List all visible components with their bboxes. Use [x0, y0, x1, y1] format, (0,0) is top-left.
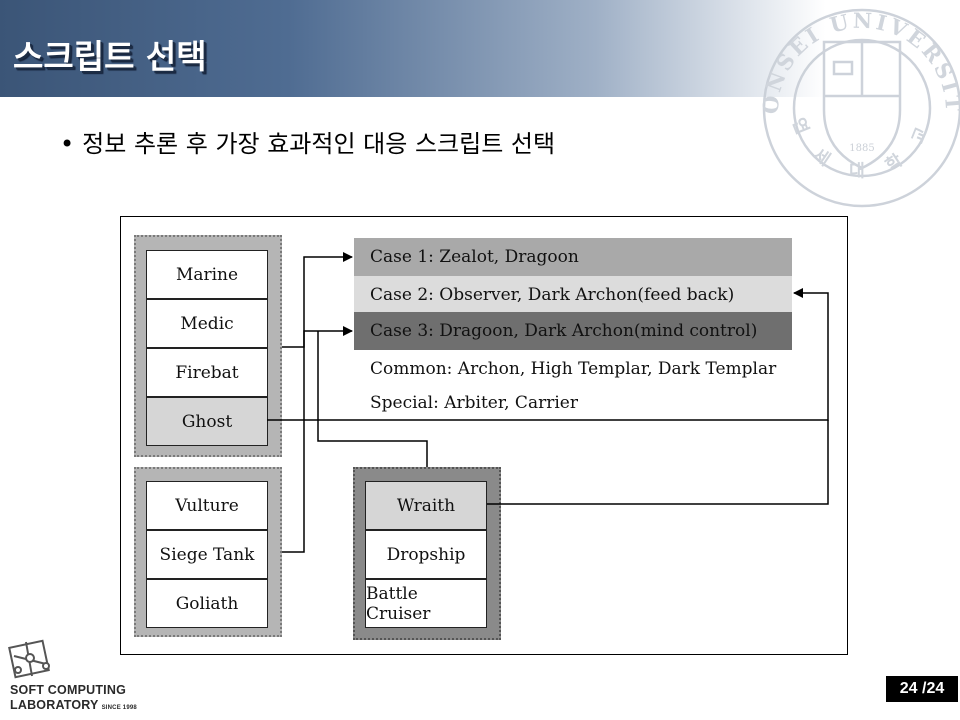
unit-marine: Marine — [146, 250, 268, 299]
case-special: Special: Arbiter, Carrier — [354, 384, 792, 422]
unit-ghost: Ghost — [146, 397, 268, 446]
logo-line1: SOFT COMPUTING — [10, 683, 126, 697]
unit-medic: Medic — [146, 299, 268, 348]
bullet-icon: • — [60, 130, 75, 158]
unit-wraith: Wraith — [365, 481, 487, 530]
page-number: 24 /24 — [886, 676, 958, 702]
unit-firebat: Firebat — [146, 348, 268, 397]
lab-network-icon — [8, 639, 50, 679]
terran-air-group: Wraith Dropship Battle Cruiser — [353, 467, 501, 640]
bullet-point: •정보 추론 후 가장 효과적인 대응 스크립트 선택 — [60, 124, 555, 159]
case-2: Case 2: Observer, Dark Archon(feed back) — [354, 276, 792, 314]
logo-since: SINCE 1998 — [101, 705, 137, 711]
unit-battle-cruiser: Battle Cruiser — [365, 579, 487, 628]
arrow-mech-to-case3 — [282, 326, 353, 553]
unit-dropship: Dropship — [365, 530, 487, 579]
unit-vulture: Vulture — [146, 481, 268, 530]
case-3: Case 3: Dragoon, Dark Archon(mind contro… — [354, 312, 792, 350]
arrow-wraith-to-case2 — [487, 420, 829, 505]
line-air-to-case3 — [317, 331, 428, 467]
title-bar: 스크립트 선택 — [0, 0, 960, 97]
arrow-bio-to-case1 — [282, 252, 353, 348]
terran-bio-group: Marine Medic Firebat Ghost — [134, 235, 282, 457]
seal-year: 1885 — [849, 143, 874, 154]
unit-siege-tank: Siege Tank — [146, 530, 268, 579]
bullet-text: 정보 추론 후 가장 효과적인 대응 스크립트 선택 — [82, 130, 556, 158]
arrow-ghost-to-case2 — [267, 288, 829, 421]
connector-lines — [267, 252, 829, 553]
university-seal-watermark: YONSEI UNIVERSITY 연 세 대 학 교 1885 — [758, 0, 960, 208]
unit-goliath: Goliath — [146, 579, 268, 628]
case-common: Common: Archon, High Templar, Dark Templ… — [354, 350, 792, 388]
logo-line2: LABORATORY — [10, 698, 99, 712]
case-1: Case 1: Zealot, Dragoon — [354, 238, 792, 276]
terran-mech-group: Vulture Siege Tank Goliath — [134, 467, 282, 637]
slide-title: 스크립트 선택 — [13, 37, 207, 76]
strategy-diagram: Marine Medic Firebat Ghost Vulture Siege… — [120, 216, 848, 655]
